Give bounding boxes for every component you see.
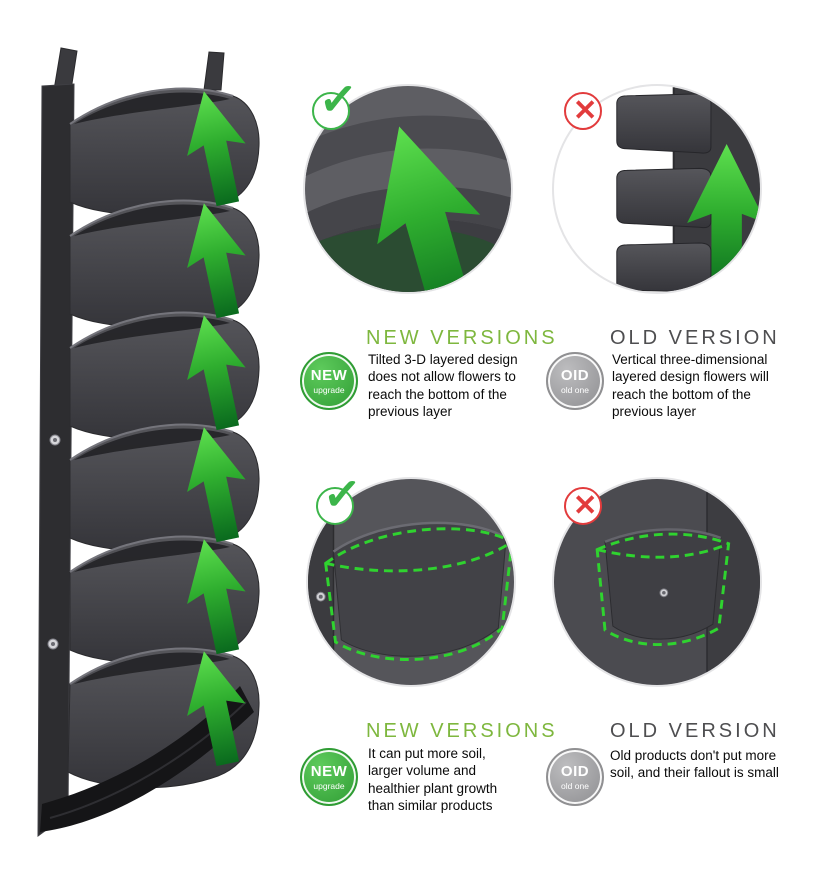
planter-photo <box>37 47 260 837</box>
check-icon: ✓ <box>310 72 360 136</box>
cross-icon: ✕ <box>562 481 612 531</box>
new-upgrade-badge: NEW upgrade <box>300 352 358 410</box>
planter-back-strip <box>37 83 75 837</box>
new-upgrade-badge: NEW upgrade <box>300 748 358 806</box>
volume-dashed-outline <box>595 532 731 647</box>
new-versions-heading: NEW VERSIONS <box>366 720 558 742</box>
volume-dashed-outline <box>324 527 514 661</box>
old-version-description: Old products don't put more soil, and th… <box>610 748 779 781</box>
new-version-description: It can put more soil, larger volume and … <box>368 746 498 813</box>
check-icon: ✓ <box>314 467 364 531</box>
old-version-description: Vertical three-dimensional layered desig… <box>612 352 769 419</box>
new-version-description: Tilted 3-D layered design does not allow… <box>368 352 518 419</box>
new-versions-heading: NEW VERSIONS <box>366 327 558 349</box>
cross-icon: ✕ <box>562 86 612 136</box>
old-one-badge: OID old one <box>546 352 604 410</box>
old-version-heading: OLD VERSION <box>610 720 780 742</box>
planter-bottom-lining <box>40 686 254 832</box>
old-version-heading: OLD VERSION <box>610 327 780 349</box>
hanging-tab-right-icon <box>203 51 225 91</box>
old-one-badge: OID old one <box>546 748 604 806</box>
